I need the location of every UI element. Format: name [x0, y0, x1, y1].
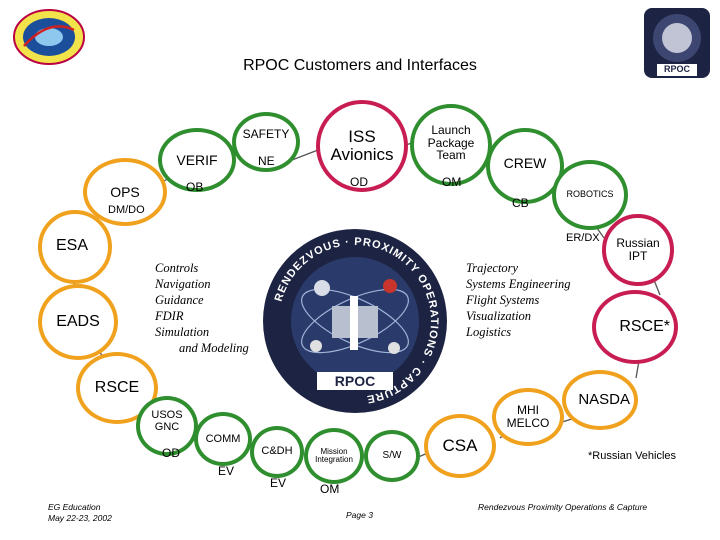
label-ev-2: EV [270, 476, 286, 490]
node-cdh: C&DH [250, 426, 304, 478]
label-od-top: OD [350, 175, 368, 189]
label-od-bottom: OD [162, 446, 180, 460]
list-item: Trajectory [466, 260, 571, 276]
left-capabilities-list: Controls Navigation Guidance FDIR Simula… [155, 260, 249, 356]
footer-date: May 22-23, 2002 [48, 513, 112, 524]
label-om-bottom: OM [320, 482, 339, 496]
russian-vehicles-note: *Russian Vehicles [588, 450, 676, 462]
page-title: RPOC Customers and Interfaces [0, 57, 720, 75]
list-item: FDIR [155, 308, 249, 324]
list-item: Visualization [466, 308, 571, 324]
list-item: Guidance [155, 292, 249, 308]
footer-page: Page 3 [346, 510, 373, 520]
list-item: Systems Engineering [466, 276, 571, 292]
label-cb: CB [512, 196, 529, 210]
list-item: Logistics [466, 324, 571, 340]
node-mission-integration: Mission Integration [304, 428, 364, 484]
patch-rpoc-label: RPOC [335, 373, 375, 389]
list-item: and Modeling [155, 340, 249, 356]
rpoc-patch-icon: RENDEZVOUS · PROXIMITY OPERATIONS · CAPT… [262, 226, 448, 416]
node-launch-package-team: Launch Package Team [410, 104, 492, 186]
node-mhi-melco: MHI MELCO [492, 388, 564, 446]
node-rsce-star: RSCE* [592, 290, 678, 364]
footer-left: EG Education May 22-23, 2002 [48, 502, 112, 524]
footer-right: Rendezvous Proximity Operations & Captur… [478, 502, 647, 512]
list-item: Flight Systems [466, 292, 571, 308]
label-ev-1: EV [218, 464, 234, 478]
label-ob: OB [186, 180, 203, 194]
right-capabilities-list: Trajectory Systems Engineering Flight Sy… [466, 260, 571, 340]
node-eads: EADS [38, 284, 118, 360]
node-sw: S/W [364, 430, 420, 482]
node-nasda: NASDA [562, 370, 638, 430]
node-comm: COMM [194, 412, 252, 466]
list-item: Navigation [155, 276, 249, 292]
list-item: Controls [155, 260, 249, 276]
label-er-dx: ER/DX [566, 232, 600, 244]
node-csa: CSA [424, 414, 496, 478]
list-item: Simulation [155, 324, 249, 340]
footer-event: EG Education [48, 502, 112, 513]
node-esa: ESA [38, 210, 112, 284]
label-om-top: OM [442, 175, 461, 189]
label-ne: NE [258, 154, 275, 168]
node-russian-ipt: Russian IPT [602, 214, 674, 286]
label-dm-do: DM/DO [108, 204, 145, 216]
